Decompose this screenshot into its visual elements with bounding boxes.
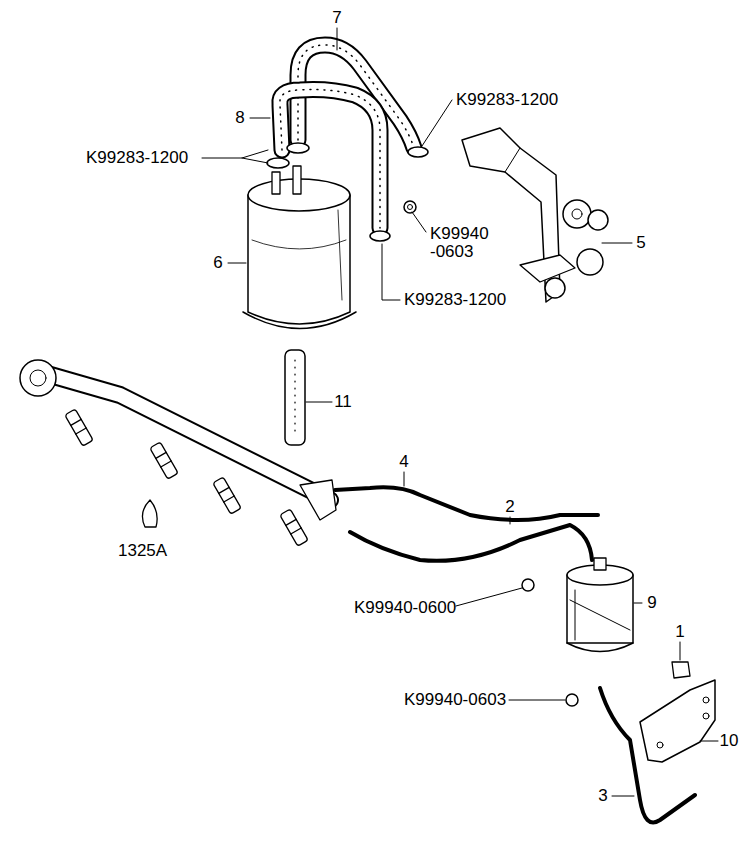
- callout-number: 3: [598, 787, 607, 805]
- callout-number: 2: [505, 498, 514, 516]
- callout-number: 9: [647, 594, 656, 612]
- part-number: K99283-1200: [86, 149, 188, 167]
- part-number: 1325A: [118, 542, 167, 560]
- callout-number: 10: [720, 732, 739, 750]
- part-number: K99940 -0603: [430, 225, 494, 261]
- part-number: K99940-0600: [354, 599, 456, 617]
- part-number: K99940-0603: [404, 691, 506, 709]
- part-number: K99283-1200: [456, 91, 558, 109]
- callout-number: 7: [332, 9, 341, 27]
- callout-number: 5: [636, 234, 645, 252]
- callout-number: 4: [399, 453, 408, 471]
- callout-number: 8: [235, 109, 244, 127]
- callout-number: 1: [675, 623, 684, 641]
- callout-number: 11: [334, 393, 352, 411]
- callout-number: 6: [213, 254, 222, 272]
- part-number: K99283-1200: [404, 291, 506, 309]
